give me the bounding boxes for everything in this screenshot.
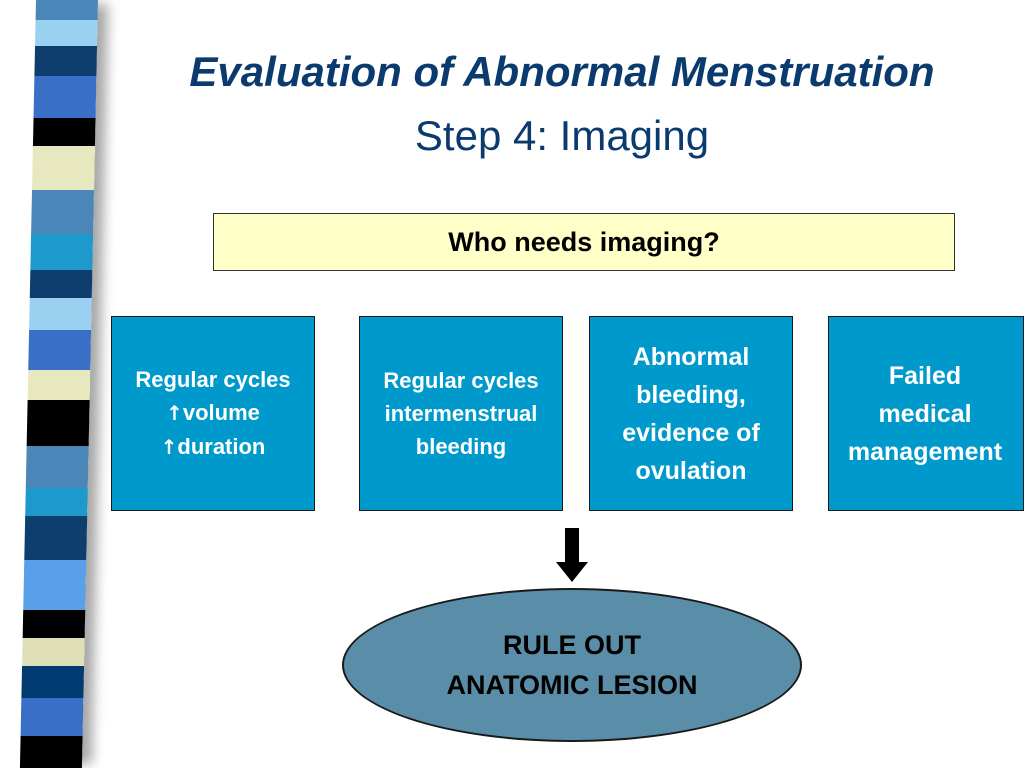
criterion-line: evidence of	[622, 418, 760, 447]
criterion-line: ↑duration	[160, 434, 266, 459]
stripe-band	[25, 488, 88, 516]
stripe-band	[29, 270, 93, 298]
criterion-box-failed-medical-management: Failed medical management	[828, 316, 1024, 511]
criterion-line: Abnormal	[632, 342, 750, 371]
criterion-line: Regular cycles	[383, 368, 539, 393]
stripe-band	[19, 736, 83, 768]
stripe-band	[31, 190, 95, 234]
criterion-box-abnormal-bleeding-ovulation: Abnormal bleeding, evidence of ovulation	[589, 316, 793, 511]
stripe-band	[26, 400, 90, 446]
criterion-line: bleeding,	[636, 380, 746, 409]
criterion-line: intermenstrual	[384, 401, 538, 426]
criterion-line: management	[847, 437, 1003, 466]
result-line: ANATOMIC LESION	[446, 670, 698, 700]
stripe-band	[21, 666, 85, 698]
criterion-line: ovulation	[635, 456, 747, 485]
stripe-band	[35, 0, 98, 20]
stripe-band	[22, 610, 86, 638]
criterion-line: Regular cycles	[135, 367, 291, 392]
stripe-band	[28, 330, 92, 370]
question-box: Who needs imaging?	[213, 213, 955, 271]
slide-title: Evaluation of Abnormal Menstruation	[189, 48, 935, 95]
up-arrow-icon: ↑	[166, 401, 183, 425]
question-text: Who needs imaging?	[448, 226, 720, 257]
stripe-band	[30, 234, 94, 270]
criterion-line: Failed	[888, 361, 962, 390]
stripe-band	[20, 698, 84, 736]
stripe-band	[32, 118, 96, 146]
result-line: RULE OUT	[502, 630, 641, 660]
stripe-band	[23, 560, 87, 610]
stripe-band	[33, 76, 97, 118]
stripe-band	[32, 146, 95, 190]
criterion-line: bleeding	[415, 434, 507, 459]
result-oval: RULE OUT ANATOMIC LESION	[342, 588, 802, 742]
criterion-box-intermenstrual-bleeding: Regular cycles intermenstrual bleeding	[359, 316, 563, 511]
stripe-band	[25, 446, 89, 488]
criterion-box-regular-cycles-volume-duration: Regular cycles ↑volume ↑duration	[111, 316, 315, 511]
down-arrow-icon	[556, 528, 588, 582]
stripe-band	[27, 370, 91, 400]
decorative-stripe	[19, 0, 98, 768]
stripe-band	[24, 516, 88, 560]
slide-subtitle: Step 4: Imaging	[414, 112, 710, 159]
stripe-band	[22, 638, 85, 666]
criterion-line: ↑volume	[166, 400, 260, 425]
stripe-band	[35, 20, 98, 46]
criterion-line: medical	[878, 399, 972, 428]
stripe-band	[34, 46, 98, 76]
up-arrow-icon: ↑	[160, 435, 178, 459]
stripe-band	[29, 298, 92, 330]
